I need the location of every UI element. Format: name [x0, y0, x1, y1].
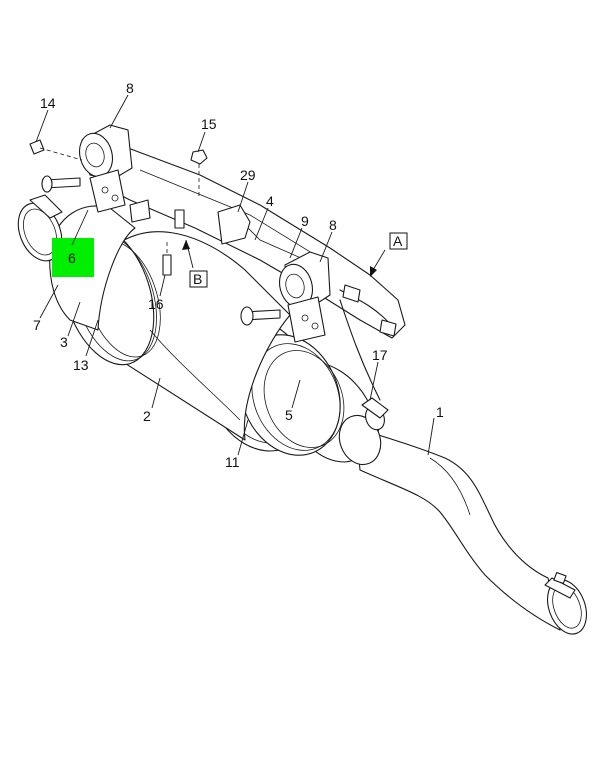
callout-9: 9	[301, 213, 309, 229]
tail-pipe	[355, 427, 587, 635]
callout-17: 17	[372, 347, 388, 363]
callout-15: 15	[201, 116, 217, 132]
callout-8-right: 8	[329, 217, 337, 233]
view-label-b: B	[189, 270, 208, 288]
wiring-harness	[339, 284, 397, 401]
view-label-a: A	[389, 232, 408, 250]
svg-text:A: A	[393, 233, 403, 249]
callout-3: 3	[60, 334, 68, 350]
highlight-box-item-6[interactable]	[52, 238, 94, 277]
callout-8-left: 8	[126, 80, 134, 96]
callout-16: 16	[148, 296, 164, 312]
callout-2: 2	[143, 408, 151, 424]
callout-labels: 14 8 15 29 4 9 8 6 7 3 13 2 16 5 11 17 1	[33, 80, 444, 470]
callout-5: 5	[285, 407, 293, 423]
callout-6: 6	[68, 250, 76, 266]
svg-text:B: B	[193, 271, 202, 287]
callout-29: 29	[240, 167, 256, 183]
callout-11: 11	[225, 454, 240, 470]
harness-bracket	[129, 199, 251, 245]
callout-1: 1	[436, 404, 444, 420]
callout-7: 7	[33, 317, 41, 333]
left-isolator-mount	[29, 124, 133, 213]
right-isolator-mount	[240, 251, 331, 343]
leader-lines	[35, 94, 435, 456]
fasteners	[162, 149, 208, 276]
callout-14: 14	[40, 95, 56, 111]
callout-13: 13	[73, 357, 89, 373]
callout-4: 4	[266, 193, 274, 209]
